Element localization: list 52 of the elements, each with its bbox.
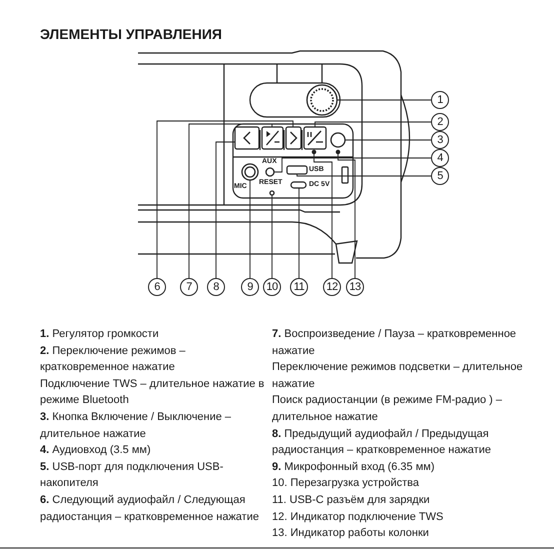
leader-line bbox=[274, 158, 432, 172]
callout-number: 4 bbox=[431, 149, 449, 167]
description-text: 9. Микрофонный вход (6.35 мм) bbox=[272, 460, 436, 475]
indicator-light bbox=[312, 150, 316, 154]
leader-line bbox=[156, 120, 294, 278]
description-text: Переключение режимов подсветки – длительное нажатие bbox=[272, 360, 524, 392]
description-text: 4. Аудиовход (3.5 мм) bbox=[40, 443, 152, 458]
leader-line bbox=[314, 122, 432, 128]
callout-number: 3 bbox=[431, 131, 449, 149]
callout-number: 5 bbox=[431, 167, 449, 185]
callout-number: 6 bbox=[148, 278, 166, 296]
usb-c-port bbox=[290, 181, 307, 189]
leader-line bbox=[338, 153, 356, 278]
leader-line bbox=[188, 124, 272, 278]
indicator-light bbox=[336, 150, 340, 154]
callout-number: 12 bbox=[323, 278, 341, 296]
description-text: 11. USB-C разъём для зарядки bbox=[272, 492, 431, 508]
description-text: 12. Индикатор подключение TWS bbox=[272, 510, 444, 525]
callout-number: 11 bbox=[290, 278, 308, 296]
mic-jack bbox=[241, 163, 259, 181]
callout-number: 8 bbox=[207, 278, 225, 296]
usb-port bbox=[286, 165, 308, 175]
reset-hole bbox=[269, 190, 275, 196]
description-text: 6. Следующий аудиофайл / Следующая радиостанция – кратковременное нажатие bbox=[40, 492, 260, 525]
callout-number: 10 bbox=[263, 278, 281, 296]
description-text: 1. Регулятор громкости bbox=[40, 327, 160, 342]
callout-number: 2 bbox=[431, 113, 449, 131]
power-button bbox=[330, 132, 346, 148]
mode-button bbox=[303, 126, 327, 150]
title: ЭЛЕМЕНТЫ УПРАВЛЕНИЯ bbox=[40, 26, 222, 42]
aux-jack bbox=[265, 167, 275, 177]
callout-number: 13 bbox=[346, 278, 364, 296]
callout-number: 1 bbox=[431, 91, 449, 109]
description-text: 2. Переключение режимов – кратковременное нажатие bbox=[40, 344, 186, 376]
leader-line bbox=[296, 174, 432, 176]
description-text: 8. Предыдущий аудиофайл / Предыдущая радиостанция – кратковременное нажатие bbox=[272, 426, 492, 458]
callout-number: 9 bbox=[241, 278, 259, 296]
leader-line bbox=[298, 188, 300, 278]
leader-line bbox=[314, 153, 332, 278]
description-text: 5. USB-порт для подключения USB-накопителя bbox=[40, 460, 224, 492]
callout-number: 7 bbox=[180, 278, 198, 296]
volume-knob bbox=[306, 84, 338, 116]
description-text: 13. Индикатор работы колонки bbox=[272, 526, 430, 542]
description-text: 7. Воспроизведение / Пауза – кратковременное нажатие bbox=[272, 327, 518, 359]
leader-line bbox=[216, 142, 236, 278]
play-pause-button bbox=[261, 126, 284, 150]
description-text: 10. Перезагрузка устройства bbox=[272, 476, 420, 492]
description-text: Поиск радиостанции (в режиме FM-радио ) – длительное нажатие bbox=[272, 393, 503, 425]
description-text: 3. Кнопка Включение / Выключение – длительное нажатие bbox=[40, 410, 232, 442]
next-button bbox=[285, 126, 302, 150]
description-text: Подключение TWS – длительное нажатие в режиме Bluetooth bbox=[40, 376, 266, 408]
previous-button bbox=[234, 126, 260, 150]
